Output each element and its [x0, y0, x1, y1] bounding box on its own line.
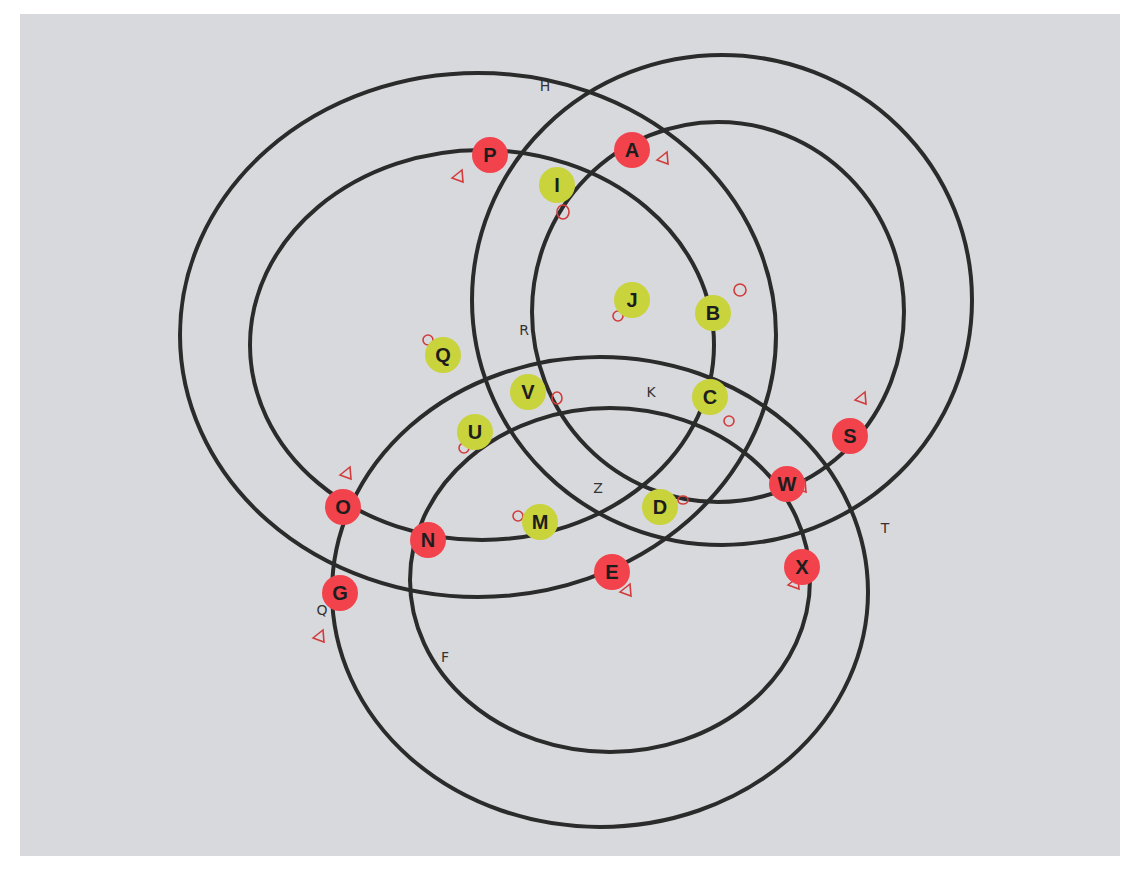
- letter-dot: O: [325, 489, 361, 525]
- photo-ground: [20, 14, 1120, 856]
- letter-dot: S: [832, 418, 868, 454]
- dot-letter: I: [554, 175, 560, 195]
- circle-mark: [552, 392, 562, 404]
- handwritten-label: H: [540, 79, 551, 93]
- letter-dot: P: [472, 137, 508, 173]
- letter-dot: B: [695, 295, 731, 331]
- letter-dot: C: [692, 379, 728, 415]
- triangle-mark: [657, 152, 668, 164]
- ring-curve: [332, 357, 868, 827]
- triangle-mark: [313, 630, 324, 642]
- dot-letter: O: [335, 497, 351, 517]
- handwritten-label: Z: [593, 481, 603, 495]
- letter-dot: E: [594, 554, 630, 590]
- letter-dot: W: [769, 466, 805, 502]
- ring-curve: [472, 55, 972, 545]
- ring-curve: [180, 73, 776, 597]
- letter-dot: D: [642, 489, 678, 525]
- dot-letter: U: [468, 422, 482, 442]
- dot-letter: D: [653, 497, 667, 517]
- circle-mark: [557, 205, 569, 219]
- dot-letter: A: [625, 140, 639, 160]
- ring-curve: [532, 122, 904, 502]
- handwritten-label: R: [519, 323, 529, 337]
- dot-letter: G: [332, 583, 348, 603]
- letter-dot: J: [614, 282, 650, 318]
- dot-letter: M: [532, 512, 549, 532]
- dot-letter: X: [795, 557, 808, 577]
- triangle-mark: [340, 467, 351, 479]
- circle-mark: [734, 284, 746, 296]
- letter-dot: M: [522, 504, 558, 540]
- dot-letter: C: [703, 387, 717, 407]
- circle-mark: [724, 416, 734, 426]
- dot-letter: J: [626, 290, 637, 310]
- handwritten-label: T: [881, 521, 890, 535]
- letter-dot: I: [539, 167, 575, 203]
- dot-letter: V: [521, 382, 534, 402]
- ring-curve: [250, 150, 714, 540]
- dot-letter: B: [706, 303, 720, 323]
- circle-mark: [678, 496, 688, 504]
- dot-letter: W: [778, 474, 797, 494]
- handwritten-label: F: [441, 650, 449, 664]
- letter-dot: X: [784, 549, 820, 585]
- dot-letter: Q: [435, 345, 451, 365]
- letter-dot: V: [510, 374, 546, 410]
- triangle-mark: [855, 392, 866, 404]
- letter-dot: Q: [425, 337, 461, 373]
- dot-letter: S: [843, 426, 856, 446]
- letter-dot: U: [457, 414, 493, 450]
- letter-dot: N: [410, 522, 446, 558]
- dot-letter: P: [483, 145, 496, 165]
- handwritten-label: K: [646, 385, 655, 399]
- triangle-mark: [452, 170, 463, 182]
- dot-letter: E: [605, 562, 618, 582]
- ring-curve: [410, 408, 810, 752]
- handwritten-label: Q: [316, 603, 327, 617]
- letter-dot: A: [614, 132, 650, 168]
- dot-letter: N: [421, 530, 435, 550]
